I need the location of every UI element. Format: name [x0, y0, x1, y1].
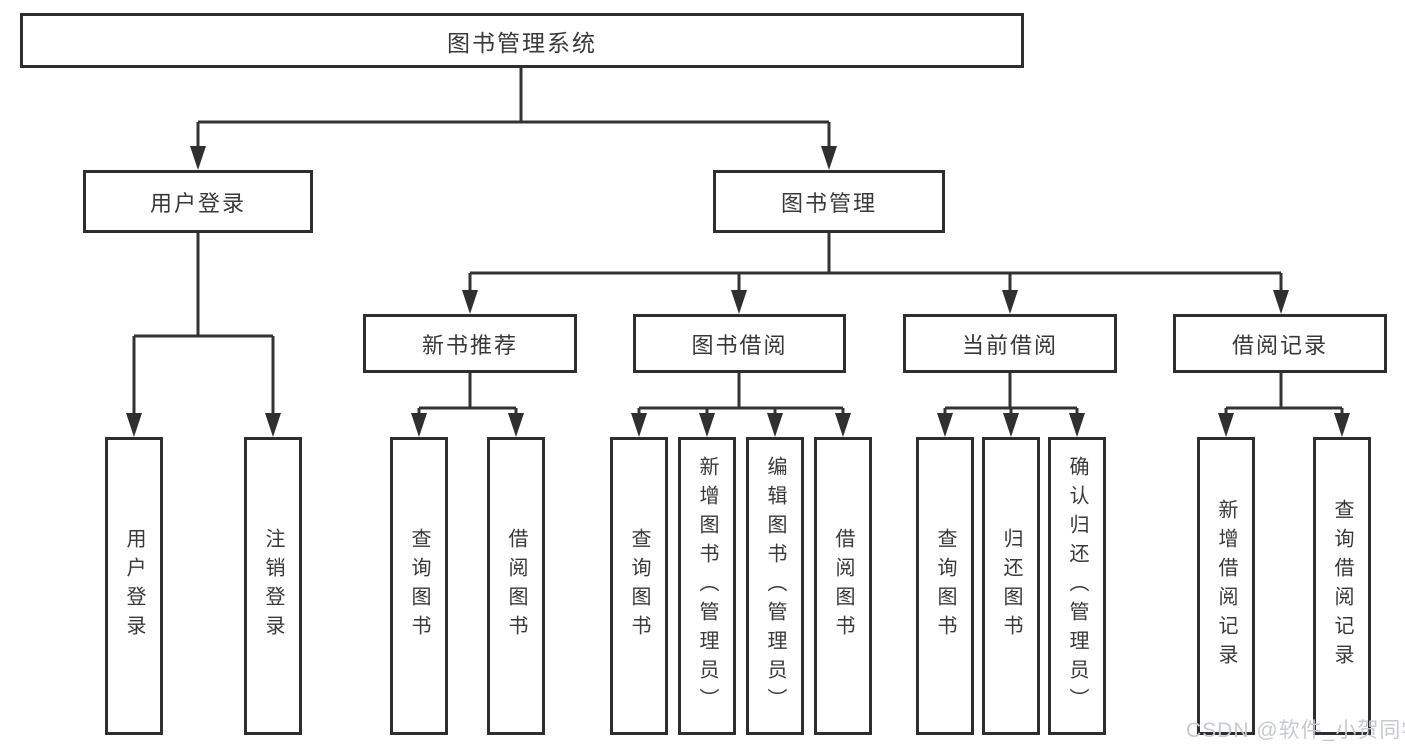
- leaf-user-login: 用户登录: [105, 437, 163, 735]
- arrowhead-icon: [1069, 413, 1085, 437]
- arrowhead-icon: [1002, 290, 1018, 314]
- leaf-query-borrow-record: 查询借阅记录: [1313, 437, 1371, 735]
- node-current-borrowing: 当前借阅: [903, 314, 1117, 373]
- arrowhead-icon: [699, 413, 715, 437]
- leaf-add-books-admin: 新增图书（管理员）: [678, 437, 736, 735]
- leaf-borrow-books-recommend: 借阅图书: [487, 437, 545, 735]
- node-borrowing-records: 借阅记录: [1173, 314, 1387, 373]
- arrowhead-icon: [265, 413, 281, 437]
- arrowhead-icon: [835, 413, 851, 437]
- arrowhead-icon: [1273, 290, 1289, 314]
- arrowhead-icon: [1334, 413, 1350, 437]
- node-new-book-recommend: 新书推荐: [363, 314, 577, 373]
- arrowhead-icon: [731, 290, 747, 314]
- leaf-query-books-current: 查询图书: [916, 437, 974, 735]
- arrowhead-icon: [937, 413, 953, 437]
- arrowhead-icon: [190, 146, 206, 170]
- arrowhead-icon: [411, 413, 427, 437]
- wire-bookmgmt-to-level3: [468, 233, 1283, 294]
- leaf-return-books: 归还图书: [982, 437, 1040, 735]
- wire-root-to-level2: [196, 68, 831, 150]
- leaf-logout: 注销登录: [244, 437, 302, 735]
- leaf-query-books-recommend: 查询图书: [390, 437, 448, 735]
- leaf-add-borrow-record: 新增借阅记录: [1197, 437, 1255, 735]
- wire-borrow-to-leaves: [637, 373, 845, 417]
- arrowhead-icon: [1003, 413, 1019, 437]
- wire-userlogin-to-leaves: [132, 233, 275, 417]
- arrowheads: [126, 146, 1350, 437]
- arrowhead-icon: [821, 146, 837, 170]
- node-book-management: 图书管理: [713, 170, 945, 233]
- node-root-system: 图书管理系统: [20, 13, 1024, 68]
- arrowhead-icon: [126, 413, 142, 437]
- arrowhead-icon: [767, 413, 783, 437]
- leaf-confirm-return-admin: 确认归还（管理员）: [1048, 437, 1106, 735]
- node-user-login: 用户登录: [83, 170, 313, 233]
- node-book-borrowing: 图书借阅: [633, 314, 846, 373]
- arrowhead-icon: [631, 413, 647, 437]
- leaf-edit-books-admin: 编辑图书（管理员）: [746, 437, 804, 735]
- wire-current-to-leaves: [943, 373, 1079, 417]
- arrowhead-icon: [508, 413, 524, 437]
- wire-newbook-to-leaves: [417, 373, 518, 417]
- arrowhead-icon: [462, 290, 478, 314]
- wire-records-to-leaves: [1224, 373, 1344, 417]
- watermark: CSDN @软件_小贺同学: [1186, 719, 1405, 742]
- leaf-query-books-borrow: 查询图书: [610, 437, 668, 735]
- arrowhead-icon: [1218, 413, 1234, 437]
- leaf-borrow-books: 借阅图书: [814, 437, 872, 735]
